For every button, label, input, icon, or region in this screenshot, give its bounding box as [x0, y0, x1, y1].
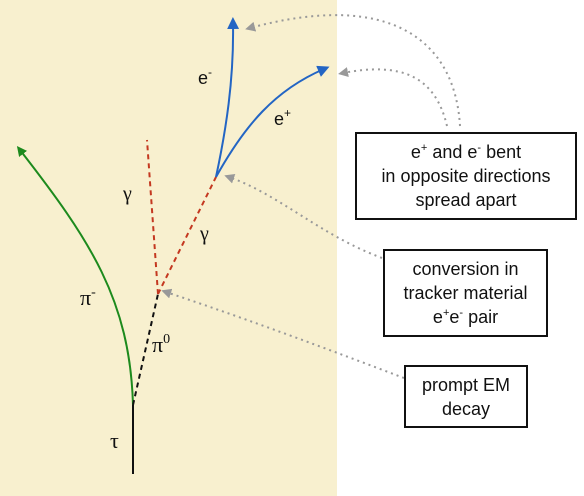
- annotation-bent-line3: spread apart: [415, 190, 517, 210]
- e-minus-label: e-: [198, 65, 212, 88]
- tau-label: τ: [110, 428, 119, 453]
- pi-minus-track: [16, 146, 134, 406]
- annotation-arrow-to-conversion: [224, 173, 383, 259]
- annotation-prompt-line2: decay: [441, 398, 491, 419]
- annotation-prompt-line1: prompt EM: [421, 374, 511, 395]
- positron-track: [215, 65, 330, 178]
- pi-minus-label: π-: [80, 285, 96, 310]
- photon-track-left: [146, 139, 159, 295]
- pi-zero-label: π0: [152, 332, 170, 357]
- annotation-bent-line1: e+ and e- bent: [410, 142, 522, 162]
- electron-track: [215, 17, 240, 178]
- annotation-arrow-to-decay: [161, 288, 405, 379]
- detector-region: [0, 0, 337, 496]
- annotation-box-prompt: prompt EM decay: [404, 365, 528, 428]
- annotation-conversion-line3: e+e- pair: [432, 307, 499, 327]
- e-plus-label: e+: [274, 106, 291, 129]
- gamma-right-label: γ: [199, 223, 209, 245]
- photon-track-right: [157, 176, 217, 295]
- annotation-box-conversion: conversion in tracker material e+e- pair: [383, 249, 548, 337]
- pi-zero-track: [132, 293, 159, 406]
- annotation-conversion-line1: conversion in: [412, 259, 519, 279]
- annotation-conversion-line2: tracker material: [403, 283, 528, 303]
- gamma-left-label: γ: [122, 183, 132, 205]
- annotation-box-bent: e+ and e- bent in opposite directions sp…: [355, 132, 577, 220]
- annotation-bent-line2: in opposite directions: [381, 166, 551, 186]
- annotation-arrow-to-electron: [245, 14, 461, 127]
- annotation-arrow-to-positron: [338, 67, 448, 127]
